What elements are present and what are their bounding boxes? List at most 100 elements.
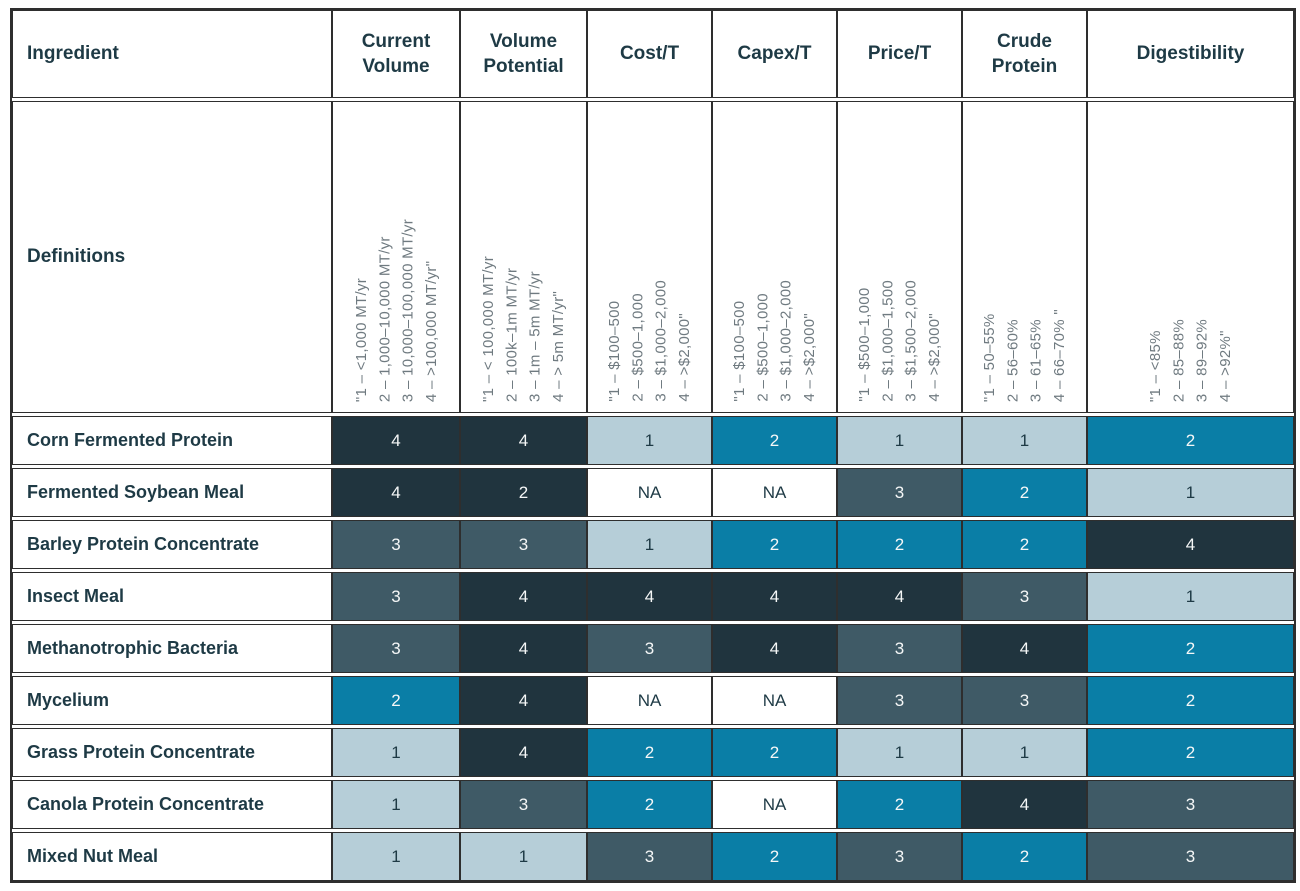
- ingredient-cell: Methanotrophic Bacteria: [12, 624, 332, 673]
- score-cell: 1: [460, 832, 587, 881]
- column-header-ingredient: Ingredient: [12, 10, 332, 98]
- score-cell: 1: [1087, 572, 1294, 621]
- score-cell: NA: [587, 676, 712, 725]
- score-cell: 4: [837, 572, 962, 621]
- score-cell: 4: [460, 624, 587, 673]
- score-cell: 3: [587, 624, 712, 673]
- column-header-digestibility: Digestibility: [1087, 10, 1294, 98]
- score-cell: 4: [712, 624, 837, 673]
- score-cell: 2: [1087, 676, 1294, 725]
- score-cell: 4: [587, 572, 712, 621]
- score-cell: 3: [460, 780, 587, 829]
- score-cell: 2: [837, 780, 962, 829]
- ingredient-cell: Corn Fermented Protein: [12, 416, 332, 465]
- column-header-capex-t: Capex/T: [712, 10, 837, 98]
- definition-text: "1 – <85% 2 – 85–88% 3 – 89–92% 4 – >92%…: [1147, 318, 1234, 402]
- score-cell: 2: [587, 728, 712, 777]
- score-cell: 3: [837, 832, 962, 881]
- definition-cell-volume-potential: "1 – < 100,000 MT/yr 2 – 100k–1m MT/yr 3…: [460, 101, 587, 413]
- score-cell: 2: [1087, 624, 1294, 673]
- definitions-label: Definitions: [12, 101, 332, 413]
- ingredient-cell: Grass Protein Concentrate: [12, 728, 332, 777]
- score-cell: NA: [712, 676, 837, 725]
- definition-text: "1 – 50–55% 2 – 56–60% 3 – 61–65% 4 – 66…: [981, 308, 1068, 402]
- score-cell: 3: [332, 520, 460, 569]
- score-cell: 2: [712, 728, 837, 777]
- definition-cell-digestibility: "1 – <85% 2 – 85–88% 3 – 89–92% 4 – >92%…: [1087, 101, 1294, 413]
- score-cell: 4: [460, 416, 587, 465]
- score-cell: NA: [712, 468, 837, 517]
- score-cell: 2: [712, 832, 837, 881]
- score-cell: 3: [460, 520, 587, 569]
- ingredient-cell: Mycelium: [12, 676, 332, 725]
- definition-text: "1 – <1,000 MT/yr 2 – 1,000–10,000 MT/yr…: [352, 218, 440, 402]
- definition-cell-current-volume: "1 – <1,000 MT/yr 2 – 1,000–10,000 MT/yr…: [332, 101, 460, 413]
- score-cell: 2: [712, 520, 837, 569]
- ingredient-cell: Canola Protein Concentrate: [12, 780, 332, 829]
- score-cell: 4: [460, 676, 587, 725]
- ingredient-cell: Mixed Nut Meal: [12, 832, 332, 881]
- score-cell: 4: [332, 468, 460, 517]
- score-cell: NA: [587, 468, 712, 517]
- score-cell: 3: [962, 676, 1087, 725]
- column-header-current-volume: Current Volume: [332, 10, 460, 98]
- score-cell: 1: [332, 728, 460, 777]
- ingredient-cell: Insect Meal: [12, 572, 332, 621]
- score-cell: 3: [962, 572, 1087, 621]
- score-cell: 3: [837, 468, 962, 517]
- definition-cell-capex-t: "1 – $100–500 2 – $500–1,000 3 – $1,000–…: [712, 101, 837, 413]
- score-cell: 1: [332, 832, 460, 881]
- score-cell: 1: [962, 416, 1087, 465]
- score-cell: 1: [837, 416, 962, 465]
- score-cell: 4: [712, 572, 837, 621]
- definition-text: "1 – $100–500 2 – $500–1,000 3 – $1,000–…: [606, 280, 693, 402]
- score-cell: 4: [962, 624, 1087, 673]
- score-cell: 3: [837, 676, 962, 725]
- score-cell: 1: [837, 728, 962, 777]
- score-cell: 3: [1087, 832, 1294, 881]
- score-cell: 2: [962, 520, 1087, 569]
- score-cell: 3: [1087, 780, 1294, 829]
- score-cell: 2: [1087, 416, 1294, 465]
- score-cell: 2: [460, 468, 587, 517]
- score-cell: 3: [332, 572, 460, 621]
- score-cell: 2: [587, 780, 712, 829]
- score-cell: 2: [962, 832, 1087, 881]
- column-header-crude-protein: Crude Protein: [962, 10, 1087, 98]
- ingredient-cell: Fermented Soybean Meal: [12, 468, 332, 517]
- definition-cell-cost-t: "1 – $100–500 2 – $500–1,000 3 – $1,000–…: [587, 101, 712, 413]
- score-cell: 3: [587, 832, 712, 881]
- definition-text: "1 – $100–500 2 – $500–1,000 3 – $1,000–…: [731, 280, 818, 402]
- scoring-table: Ingredient Current Volume Volume Potenti…: [10, 8, 1296, 883]
- score-cell: 2: [332, 676, 460, 725]
- ingredient-cell: Barley Protein Concentrate: [12, 520, 332, 569]
- column-header-volume-potential: Volume Potential: [460, 10, 587, 98]
- score-cell: 4: [332, 416, 460, 465]
- score-cell: 4: [1087, 520, 1294, 569]
- score-cell: 1: [587, 416, 712, 465]
- column-header-cost-t: Cost/T: [587, 10, 712, 98]
- header-row: Ingredient Current Volume Volume Potenti…: [12, 10, 1294, 98]
- definitions-row: Definitions "1 – <1,000 MT/yr 2 – 1,000–…: [12, 101, 1294, 413]
- score-cell: 2: [962, 468, 1087, 517]
- score-cell: 4: [962, 780, 1087, 829]
- score-cell: 1: [587, 520, 712, 569]
- score-cell: 1: [332, 780, 460, 829]
- score-cell: 3: [332, 624, 460, 673]
- definition-text: "1 – $500–1,000 2 – $1,000–1,500 3 – $1,…: [856, 280, 943, 402]
- definition-cell-crude-protein: "1 – 50–55% 2 – 56–60% 3 – 61–65% 4 – 66…: [962, 101, 1087, 413]
- score-cell: 2: [1087, 728, 1294, 777]
- definition-cell-price-t: "1 – $500–1,000 2 – $1,000–1,500 3 – $1,…: [837, 101, 962, 413]
- score-cell: 1: [1087, 468, 1294, 517]
- score-cell: 4: [460, 572, 587, 621]
